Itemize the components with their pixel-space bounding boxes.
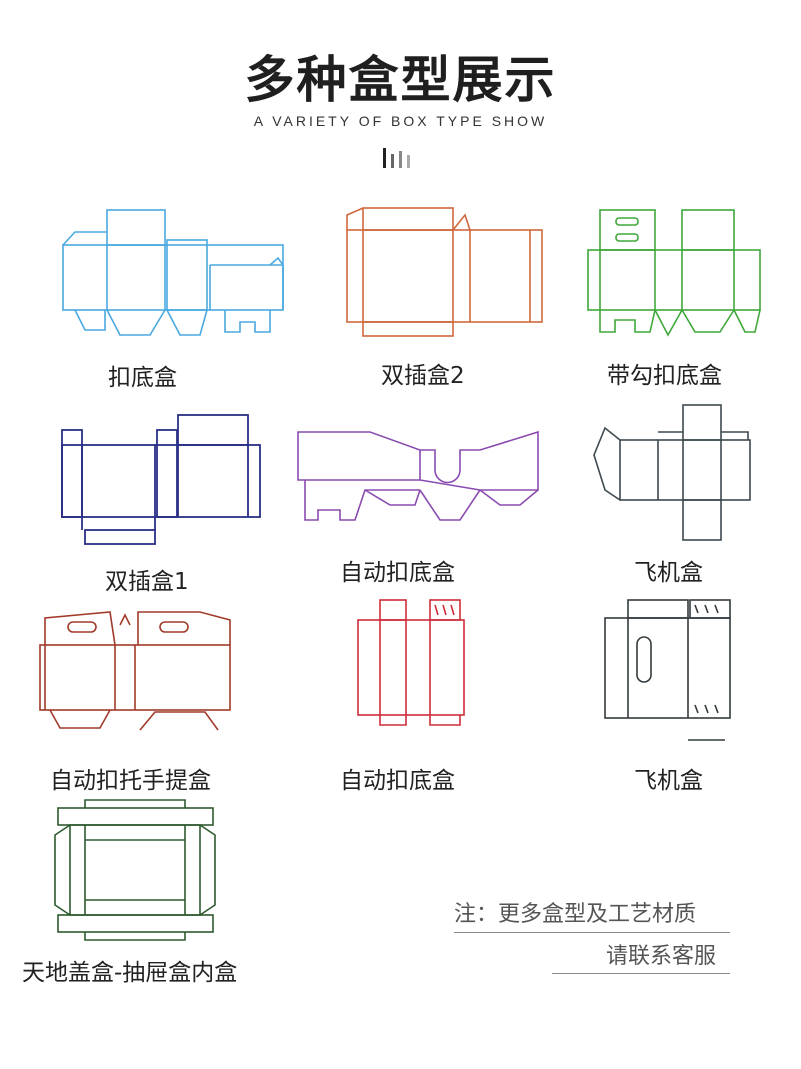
box-label: 双插盒1 bbox=[105, 569, 189, 595]
box-label: 双插盒2 bbox=[381, 363, 465, 389]
box-label: 飞机盒 bbox=[634, 768, 703, 794]
box-label: 自动扣底盒 bbox=[340, 768, 455, 794]
box-label: 带勾扣底盒 bbox=[607, 363, 722, 389]
page-title: 多种盒型展示 bbox=[244, 51, 557, 109]
box-label: 飞机盒 bbox=[634, 560, 703, 586]
note-rule-1 bbox=[454, 932, 730, 933]
box-label: 天地盖盒-抽屉盒内盒 bbox=[22, 960, 238, 986]
box-label: 自动扣底盒 bbox=[340, 560, 455, 586]
note-line-1: 注：更多盒型及工艺材质 bbox=[454, 902, 697, 927]
divider-bars-icon bbox=[383, 148, 410, 168]
note-rule-2 bbox=[552, 973, 730, 974]
page-subtitle: A VARIETY OF BOX TYPE SHOW bbox=[253, 113, 548, 129]
box-label: 自动扣托手提盒 bbox=[50, 768, 211, 794]
note-line-2: 请联系客服 bbox=[606, 944, 717, 969]
box-label: 扣底盒 bbox=[108, 365, 177, 391]
